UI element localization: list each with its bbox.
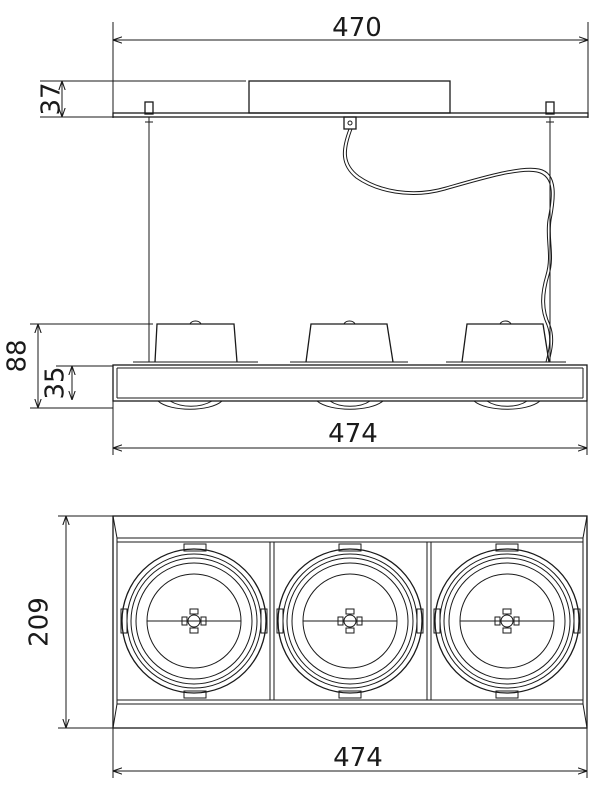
dim-canopy-width: 470 [112, 13, 589, 118]
side-view: 470 37 [3, 13, 589, 455]
spot-1 [120, 543, 268, 699]
dim-depth: 209 [25, 515, 113, 729]
dim-canopy-height-label: 37 [37, 82, 67, 115]
suspension-clamp-right [545, 101, 555, 126]
dim-housing-width-label: 474 [328, 419, 378, 449]
lamp-lens-1 [133, 400, 258, 410]
luminaire-housing [112, 364, 588, 402]
spot-3 [433, 543, 581, 699]
housing-frame [112, 515, 588, 729]
cell-dividers [269, 542, 432, 700]
lamp-top-2 [290, 320, 408, 363]
ceiling-canopy [248, 80, 451, 114]
dim-housing-width: 474 [112, 401, 588, 455]
lamp-top-1 [133, 320, 258, 363]
dim-top-width: 474 [112, 728, 588, 778]
dim-total-height-label: 88 [3, 339, 33, 372]
dim-canopy-height: 37 [37, 80, 246, 118]
top-view: 209 [25, 515, 588, 778]
dim-canopy-width-label: 470 [332, 13, 382, 43]
cable-entry [343, 116, 357, 130]
lamp-lens-2 [290, 400, 408, 410]
dim-total-height: 88 [3, 323, 153, 409]
lamp-top-3 [446, 320, 566, 363]
dim-depth-label: 209 [25, 597, 55, 647]
dim-top-width-label: 474 [333, 743, 383, 773]
lamp-lens-3 [446, 400, 566, 410]
suspension-clamp-left [144, 101, 154, 126]
dim-housing-height-label: 35 [41, 366, 71, 399]
dim-housing-height: 35 [41, 365, 113, 400]
spot-2 [276, 543, 424, 699]
power-cable [342, 128, 552, 363]
